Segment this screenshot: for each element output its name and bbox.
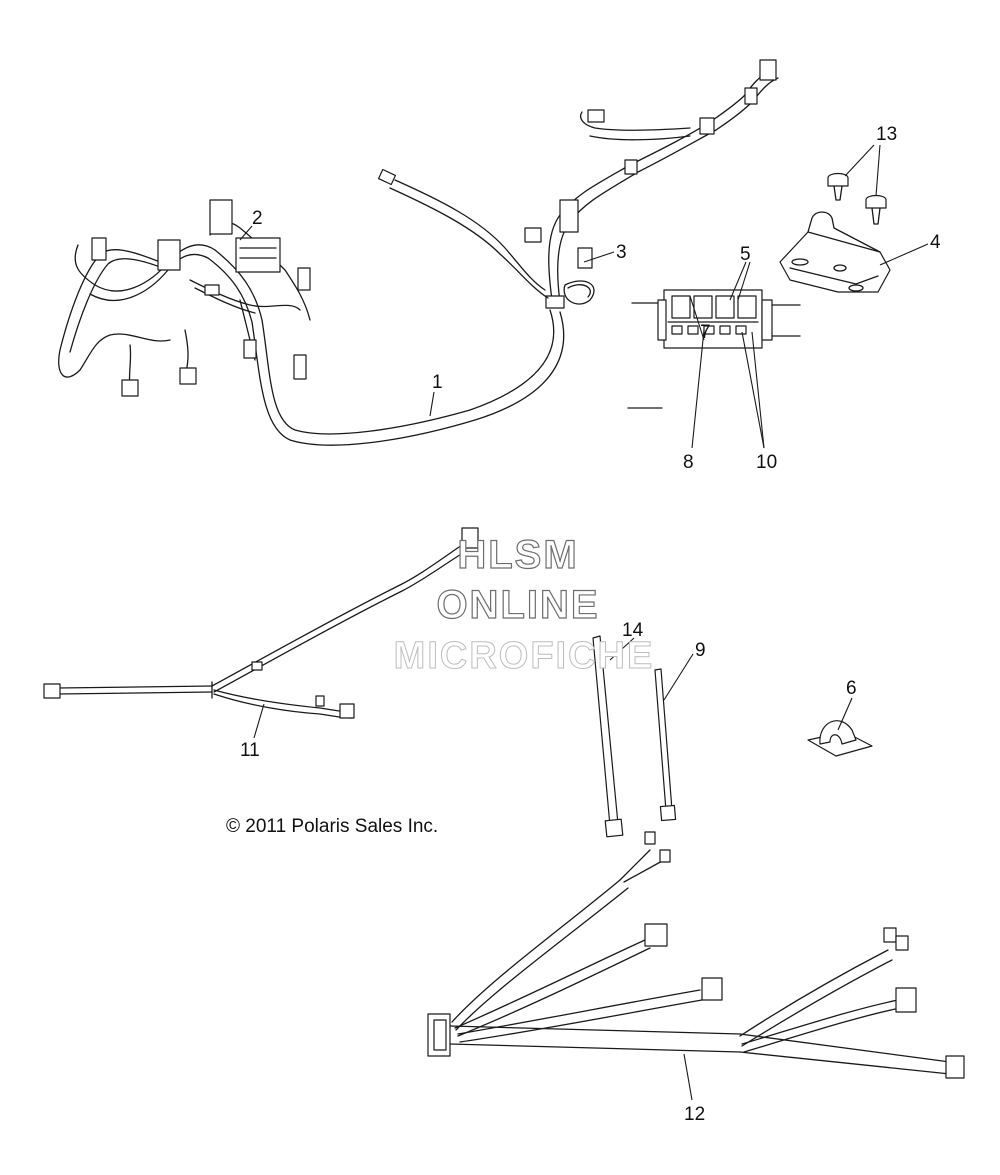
callout-1: 1 <box>432 372 443 393</box>
relay-box <box>627 289 801 409</box>
callout-8: 8 <box>683 452 694 473</box>
copyright-notice: © 2011 Polaris Sales Inc. <box>226 816 439 837</box>
callout-11: 11 <box>240 740 260 761</box>
cable-ties <box>592 635 677 838</box>
callout-13: 13 <box>876 124 897 145</box>
sub-harness <box>43 527 479 719</box>
callout-6: 6 <box>846 678 857 699</box>
watermark: HLSM ONLINE MICROFICHE <box>393 532 655 677</box>
callout-7: 7 <box>700 322 711 343</box>
watermark-line-1: HLSM <box>457 533 578 577</box>
mounting-bracket <box>779 211 891 293</box>
callout-14: 14 <box>622 620 644 641</box>
callout-5: 5 <box>740 244 751 265</box>
callout-2: 2 <box>252 208 263 229</box>
leader-lines <box>239 144 929 1101</box>
watermark-line-2: ONLINE <box>436 583 599 627</box>
callout-4: 4 <box>930 232 941 253</box>
callout-12: 12 <box>684 1104 705 1125</box>
main-harness <box>58 59 779 446</box>
push-rivets <box>827 172 887 225</box>
callout-labels: 1 2 3 4 5 6 7 8 9 10 11 12 13 14 <box>240 124 941 1125</box>
watermark-line-3: MICROFICHE <box>394 635 655 677</box>
lower-harness <box>427 831 965 1079</box>
callout-9: 9 <box>695 640 706 661</box>
callout-3: 3 <box>616 242 627 263</box>
wire-clip <box>807 720 873 757</box>
callout-10: 10 <box>756 452 777 473</box>
